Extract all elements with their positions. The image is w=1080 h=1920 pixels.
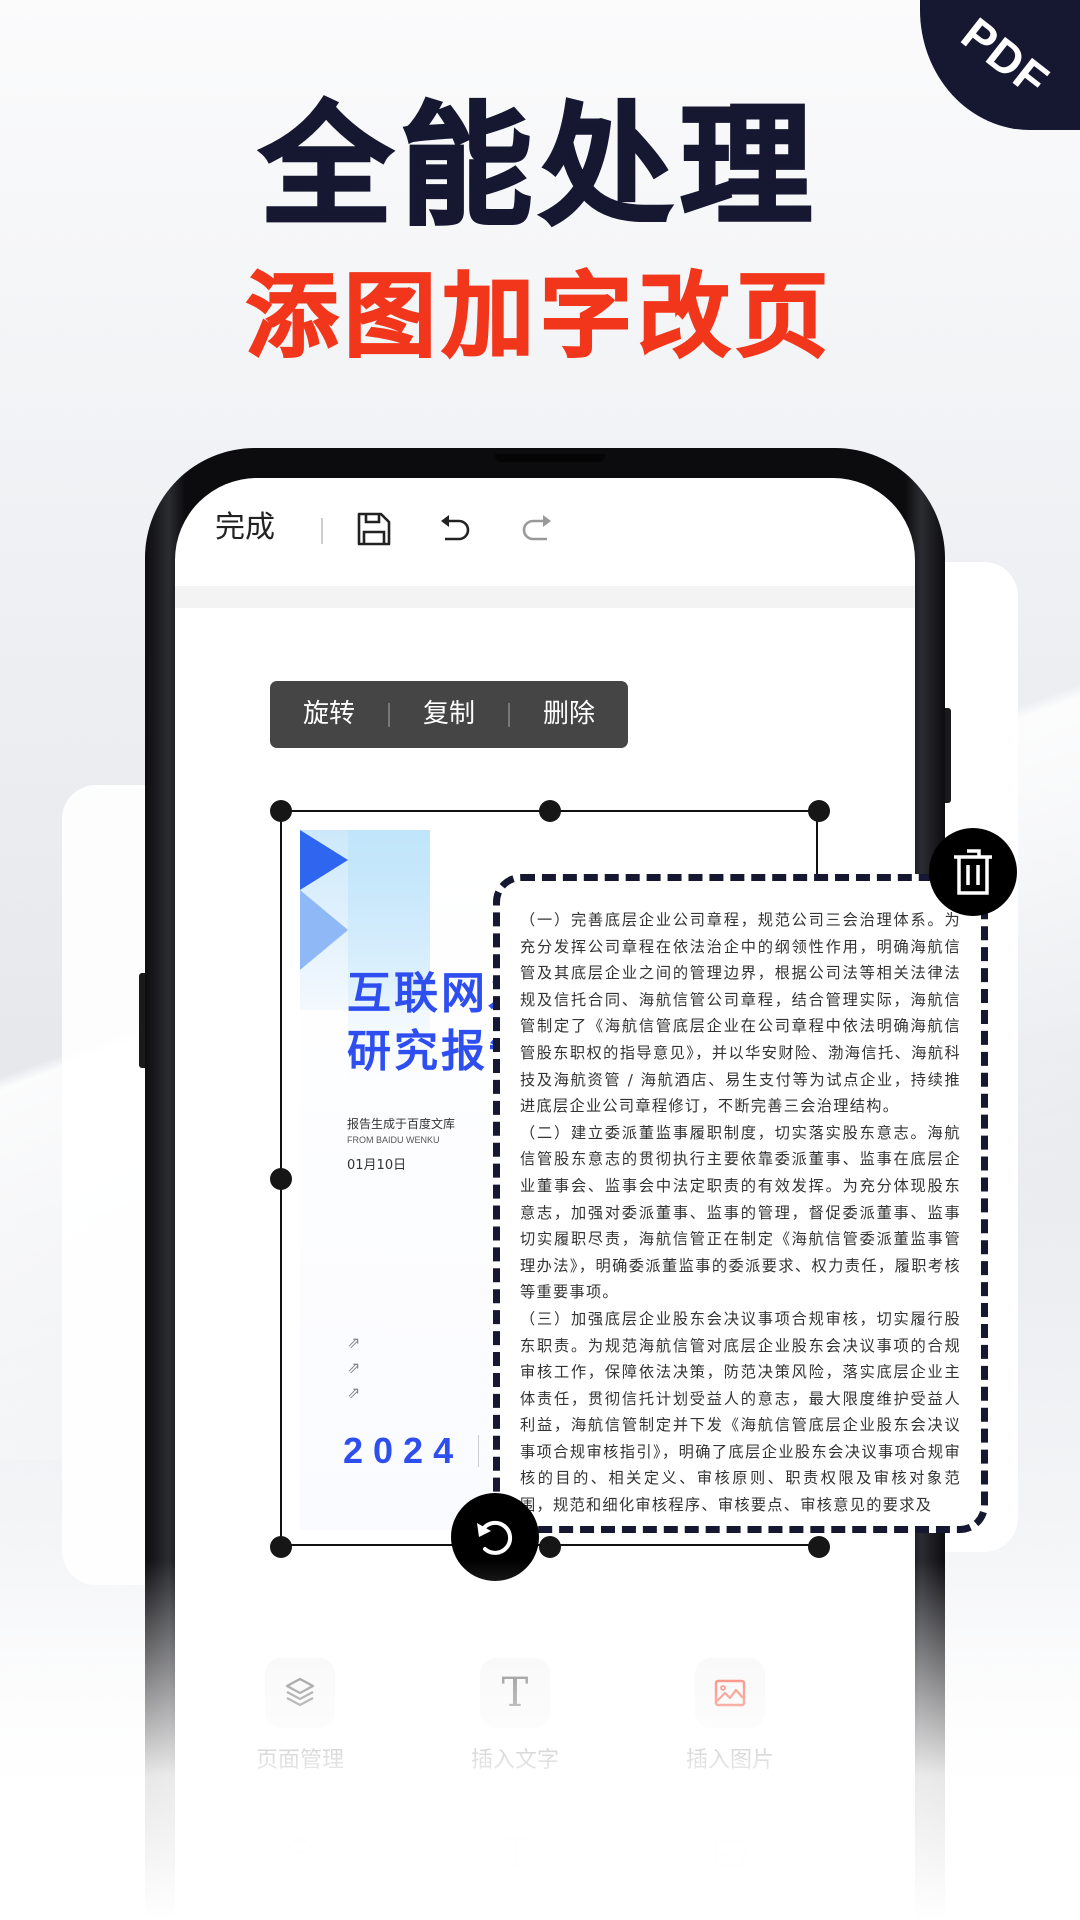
resize-handle-bottom[interactable] [539, 1536, 561, 1558]
delete-menu-item[interactable]: 删除 [542, 699, 595, 729]
save-icon[interactable] [355, 510, 393, 548]
headline-title: 全能处理 [259, 90, 820, 244]
rotate-menu-item[interactable]: 旋转 [302, 699, 355, 729]
undo-icon[interactable] [437, 510, 475, 548]
reflection-item [665, 1818, 795, 1888]
page-management-tool[interactable]: 页面管理 [235, 1658, 365, 1776]
phone-side-button [945, 708, 951, 803]
trash-icon [954, 849, 992, 895]
tool-label: 插入文字 [470, 1748, 559, 1773]
phone-notch [495, 454, 605, 462]
pdf-badge-label: PDF [952, 7, 1059, 107]
reflection-item [235, 1818, 365, 1888]
image-icon [695, 1818, 765, 1888]
text-paragraph: （一）完善底层企业公司章程，规范公司三会治理体系。为充分发挥公司章程在依法治企中… [520, 911, 961, 1116]
copy-menu-item[interactable]: 复制 [422, 699, 475, 729]
phone-side-button [139, 973, 145, 1068]
resize-handle-top-left[interactable] [270, 800, 292, 822]
insert-text-tool[interactable]: T 插入文字 [450, 1658, 580, 1776]
text-icon: T [480, 1658, 550, 1728]
resize-handle-bottom-left[interactable] [270, 1536, 292, 1558]
resize-handle-top[interactable] [539, 800, 561, 822]
layers-icon [265, 1658, 335, 1728]
rotate-button[interactable] [451, 1493, 539, 1581]
reflection-item: T [450, 1818, 580, 1888]
done-button[interactable]: 完成 [215, 510, 275, 545]
layers-icon [265, 1818, 335, 1888]
rotate-icon [477, 1520, 513, 1555]
text-paragraph: （三）加强底层企业股东会决议事项合规审核，切实履行股东职责。为规范海航信管对底层… [520, 1309, 961, 1515]
resize-handle-top-right[interactable] [808, 800, 830, 822]
resize-handle-left[interactable] [270, 1168, 292, 1190]
context-menu: 旋转 复制 删除 [270, 681, 628, 748]
tool-label: 插入图片 [685, 1748, 774, 1773]
text-icon: T [480, 1818, 550, 1888]
redo-icon[interactable] [517, 510, 555, 548]
insert-image-tool[interactable]: 插入图片 [665, 1658, 795, 1776]
toolbar-divider [321, 518, 323, 544]
tool-label: 页面管理 [255, 1748, 344, 1773]
toolbar-separator [175, 586, 915, 608]
editor-toolbar: 完成 [175, 478, 915, 576]
text-box-editable[interactable]: （一）完善底层企业公司章程，规范公司三会治理体系。为充分发挥公司章程在依法治企中… [493, 874, 988, 1533]
resize-handle-bottom-right[interactable] [808, 1536, 830, 1558]
headline-subtitle: 添图加字改页 [245, 262, 834, 371]
bottom-tool-bar: 页面管理 T 插入文字 插入图片 [175, 1658, 915, 1798]
text-paragraph: （二）建立委派董监事履职制度，切实落实股东意志。海航信管股东意志的贯彻执行主要依… [520, 1123, 961, 1302]
bottom-tool-reflection: T [175, 1818, 915, 1920]
image-icon [695, 1658, 765, 1728]
delete-button[interactable] [929, 828, 1017, 916]
